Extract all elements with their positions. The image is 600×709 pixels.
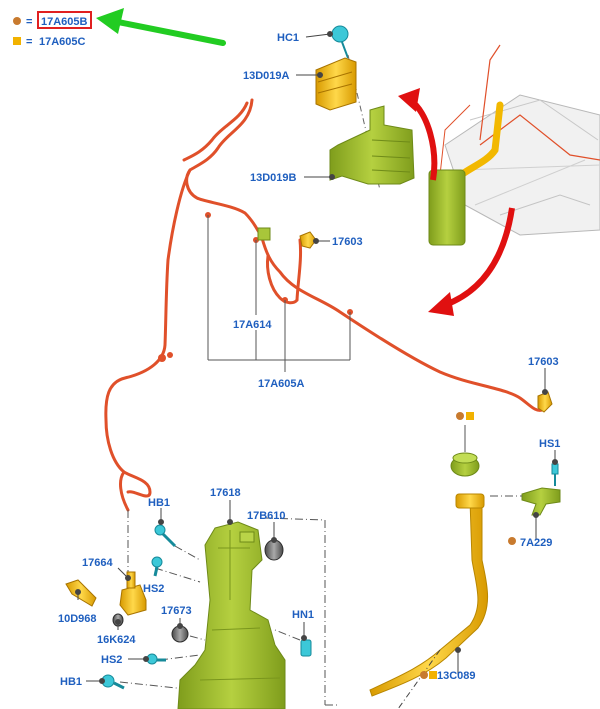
label-17603-right: 17603	[528, 356, 559, 368]
label-hs2-bottom: HS2	[101, 654, 122, 666]
label-hb1-bottom: HB1	[60, 676, 82, 688]
label-17603-top: 17603	[332, 236, 363, 248]
legend-part-17A605B: 17A605B	[41, 16, 88, 28]
10d968-connector	[65, 579, 97, 607]
hs2-bottom-screw	[146, 653, 166, 665]
label-10d968: 10D968	[58, 613, 97, 625]
label-7a229: 7A229	[520, 537, 552, 549]
hs2-top-screw	[151, 556, 163, 577]
13d019a-part	[315, 57, 357, 111]
label-hs1: HS1	[539, 438, 560, 450]
legend-equals-1: =	[26, 16, 32, 28]
label-17618: 17618	[210, 487, 241, 499]
neck-legend-symbols	[420, 671, 437, 679]
label-hs2-top: HS2	[143, 583, 164, 595]
hs1-screw	[551, 463, 559, 486]
13d019b-part	[329, 105, 415, 185]
washer-hose-assembly	[104, 98, 544, 512]
vehicle-body-inset	[428, 44, 600, 246]
hb1-bottom-bolt	[101, 674, 125, 690]
legend-part-17A605C: 17A605C	[39, 36, 86, 48]
label-13c089: 13C089	[437, 670, 476, 682]
7a229-legend-circle	[508, 537, 516, 545]
leader-lines	[75, 31, 558, 684]
label-17673: 17673	[161, 605, 192, 617]
label-13d019a: 13D019A	[243, 70, 290, 82]
hose-connector	[257, 227, 271, 241]
label-17a605a: 17A605A	[258, 378, 305, 390]
17603-nozzle-top	[299, 231, 317, 249]
callout-brackets	[207, 215, 351, 372]
legend: = 17A605B = 17A605C	[13, 8, 226, 48]
label-hn1: HN1	[292, 609, 314, 621]
label-13d019b: 13D019B	[250, 172, 297, 184]
label-17664: 17664	[82, 557, 113, 569]
label-hc1: HC1	[277, 32, 299, 44]
red-direction-arrow-top	[398, 88, 438, 181]
hc1-dashed-guide	[347, 54, 381, 191]
label-hb1-top: HB1	[148, 497, 170, 509]
cap-legend-symbols	[456, 412, 474, 420]
green-pointer-arrow	[96, 8, 226, 46]
7a229-bracket	[521, 487, 561, 516]
17618-reservoir	[177, 521, 286, 709]
part-labels: HC1 13D019A 13D019B 17603 17A614 17A605A…	[58, 32, 560, 688]
label-16k624: 16K624	[97, 634, 136, 646]
red-direction-arrow-bottom	[428, 207, 515, 316]
legend-square-symbol	[13, 37, 21, 45]
label-17a614: 17A614	[233, 319, 272, 331]
legend-equals-2: =	[26, 36, 32, 48]
hn1-clip	[300, 639, 312, 657]
label-17b610: 17B610	[247, 510, 286, 522]
filler-cap	[450, 452, 480, 477]
legend-highlight-box	[37, 11, 92, 29]
legend-circle-symbol	[13, 17, 21, 25]
13c089-filler-neck	[369, 493, 489, 709]
hb1-top-bolt	[154, 524, 177, 548]
hc1-part	[331, 25, 349, 59]
